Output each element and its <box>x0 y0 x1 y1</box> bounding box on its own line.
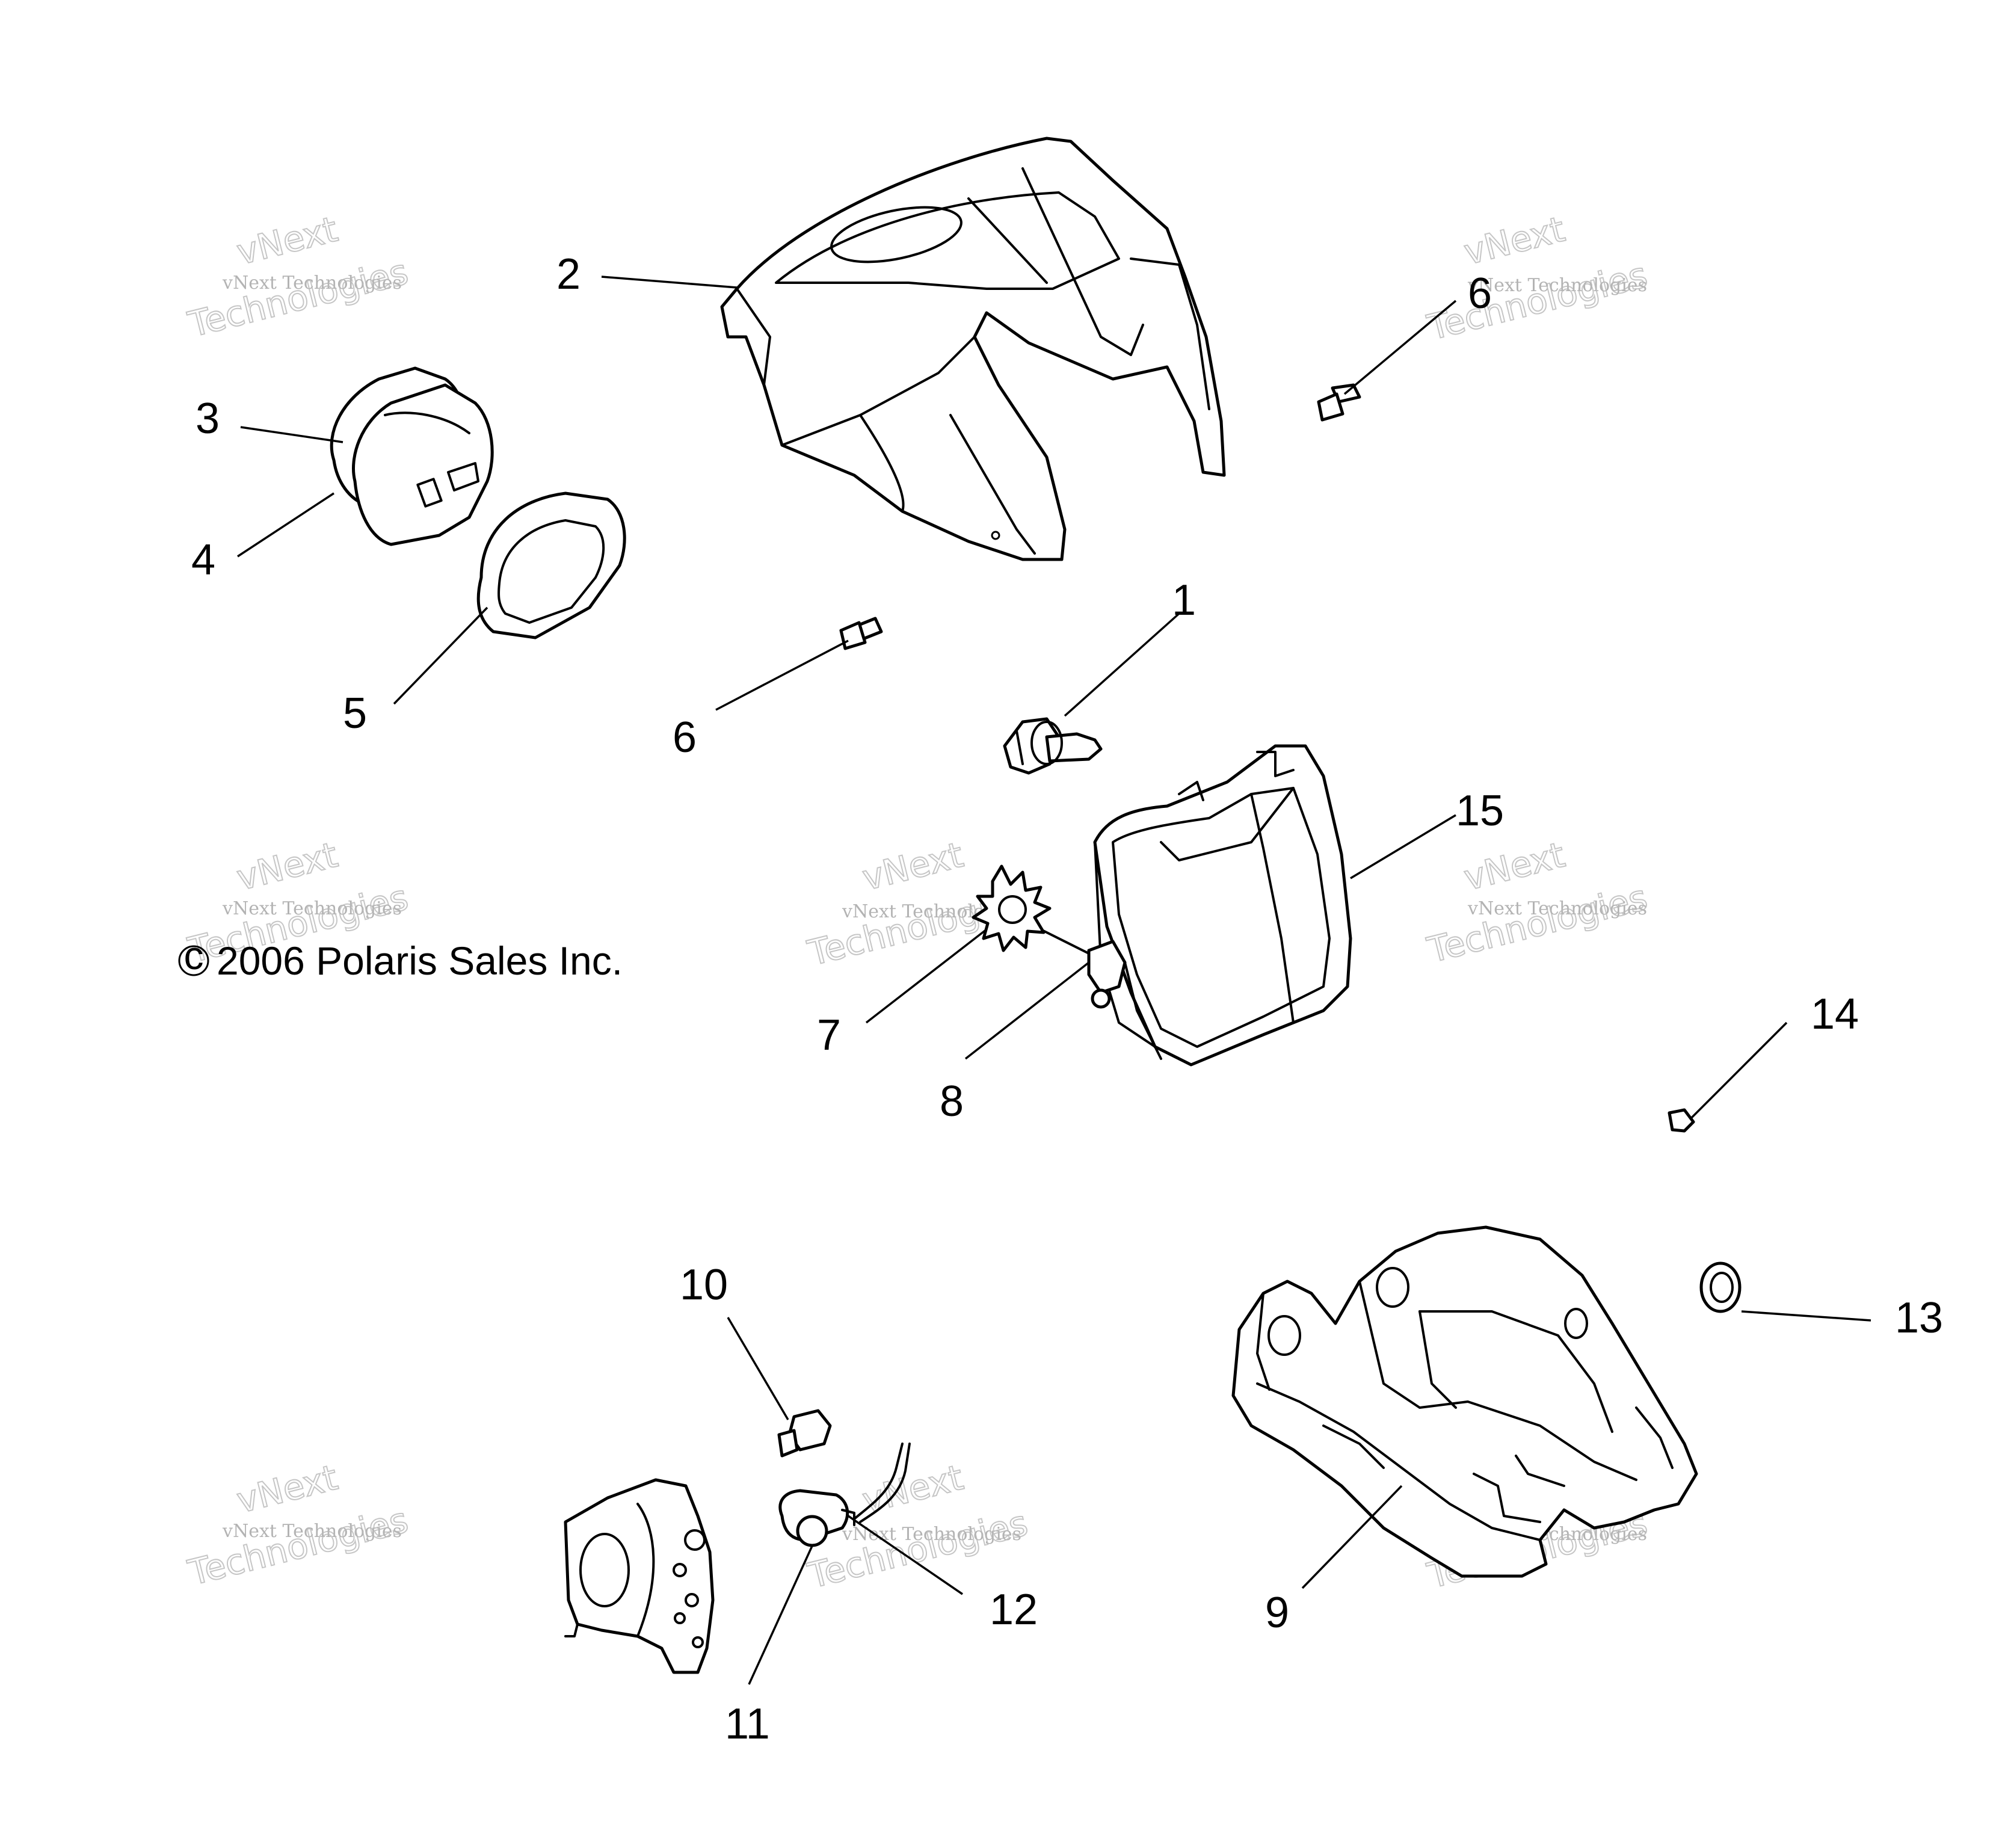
part-13-grommet <box>1699 1261 1742 1313</box>
part-6-screw-upper <box>1317 383 1361 422</box>
switch-mount-bracket <box>564 1478 715 1674</box>
leader-6a <box>1343 300 1457 395</box>
callout-10: 10 <box>680 1261 728 1309</box>
part-1-bulb <box>1003 717 1103 775</box>
callout-7: 7 <box>817 1011 841 1059</box>
watermark-top-right: vNext vNext Technologies Technologies <box>1423 208 1652 349</box>
leader-9 <box>1301 1485 1403 1589</box>
watermark-mid-right: vNext vNext Technologies Technologies <box>1423 834 1652 972</box>
callout-2: 2 <box>556 250 581 298</box>
leader-10 <box>727 1317 789 1420</box>
svg-text:vNext: vNext <box>858 834 967 899</box>
callout-numbers: 1 2 3 4 5 6 6 7 8 9 10 11 12 13 14 15 <box>191 250 1943 1748</box>
leader-15 <box>1350 814 1456 879</box>
callout-11: 11 <box>725 1700 770 1748</box>
part-6-screw-lower <box>839 617 883 650</box>
svg-text:vNext: vNext <box>233 834 342 899</box>
svg-text:Technologies: Technologies <box>1423 254 1651 348</box>
part-10-bolt <box>777 1409 832 1458</box>
callout-4: 4 <box>191 536 215 584</box>
part-5-ring-gasket <box>476 491 626 639</box>
callout-3: 3 <box>196 395 220 443</box>
leader-4 <box>237 492 334 558</box>
part-8-adjuster-rod <box>1021 919 1127 1009</box>
leader-8 <box>964 961 1090 1060</box>
leader-11 <box>748 1545 813 1685</box>
part-15-headlight <box>1093 744 1352 1067</box>
svg-text:vNext Technologies: vNext Technologies <box>222 1521 402 1542</box>
callout-6a: 6 <box>1468 270 1492 318</box>
svg-text:vNext Technologies: vNext Technologies <box>1467 898 1647 919</box>
callout-6b: 6 <box>673 713 697 762</box>
leader-12 <box>848 1515 963 1595</box>
part-2-upper-cover <box>720 137 1226 561</box>
callout-15: 15 <box>1456 787 1504 835</box>
part-12-wire <box>853 1443 911 1523</box>
copyright-circle <box>178 945 209 976</box>
watermark-bottom-left: vNext vNext Technologies Technologies <box>183 1456 413 1594</box>
svg-text:vNext: vNext <box>233 209 342 273</box>
svg-text:vNext Technologies: vNext Technologies <box>1467 275 1647 296</box>
leader-1 <box>1064 612 1180 717</box>
part-14-clip <box>1668 1108 1695 1133</box>
part-9-lower-housing <box>1231 1225 1698 1578</box>
callout-8: 8 <box>940 1077 964 1126</box>
part-7-adjuster-gear <box>972 864 1052 952</box>
copyright-notice: c 2006 Polaris Sales Inc. <box>178 933 623 983</box>
callout-1: 1 <box>1172 576 1196 624</box>
leader-7 <box>865 928 988 1024</box>
svg-text:Technologies: Technologies <box>1423 876 1651 970</box>
leader-13 <box>1741 1310 1871 1322</box>
callout-12: 12 <box>990 1586 1038 1634</box>
svg-text:vNext: vNext <box>233 1457 342 1521</box>
svg-text:vNext: vNext <box>1460 209 1569 273</box>
svg-text:vNext: vNext <box>1460 834 1569 899</box>
svg-text:vNext Technologies: vNext Technologies <box>222 898 402 919</box>
svg-text:vNext Technologies: vNext Technologies <box>842 1524 1021 1545</box>
part-11-switch <box>778 1489 855 1547</box>
watermark-top-left: vNext vNext Technologies Technologies <box>183 208 413 346</box>
callout-9: 9 <box>1265 1589 1289 1637</box>
leader-14 <box>1689 1021 1788 1120</box>
leader-lines <box>237 276 1871 1685</box>
copyright-symbol: c <box>184 933 204 978</box>
leader-5 <box>393 606 488 705</box>
svg-text:Technologies: Technologies <box>184 1499 412 1593</box>
copyright-text: 2006 Polaris Sales Inc. <box>217 938 623 983</box>
callout-14: 14 <box>1811 990 1859 1038</box>
part-3-4-switch-bezel <box>330 366 494 546</box>
leader-3 <box>240 426 343 443</box>
leader-6b <box>715 639 849 711</box>
svg-text:Technologies: Technologies <box>184 251 412 345</box>
callout-5: 5 <box>343 689 367 738</box>
leader-2 <box>601 276 738 289</box>
callout-13: 13 <box>1895 1294 1943 1342</box>
svg-text:vNext Technologies: vNext Technologies <box>222 273 402 294</box>
